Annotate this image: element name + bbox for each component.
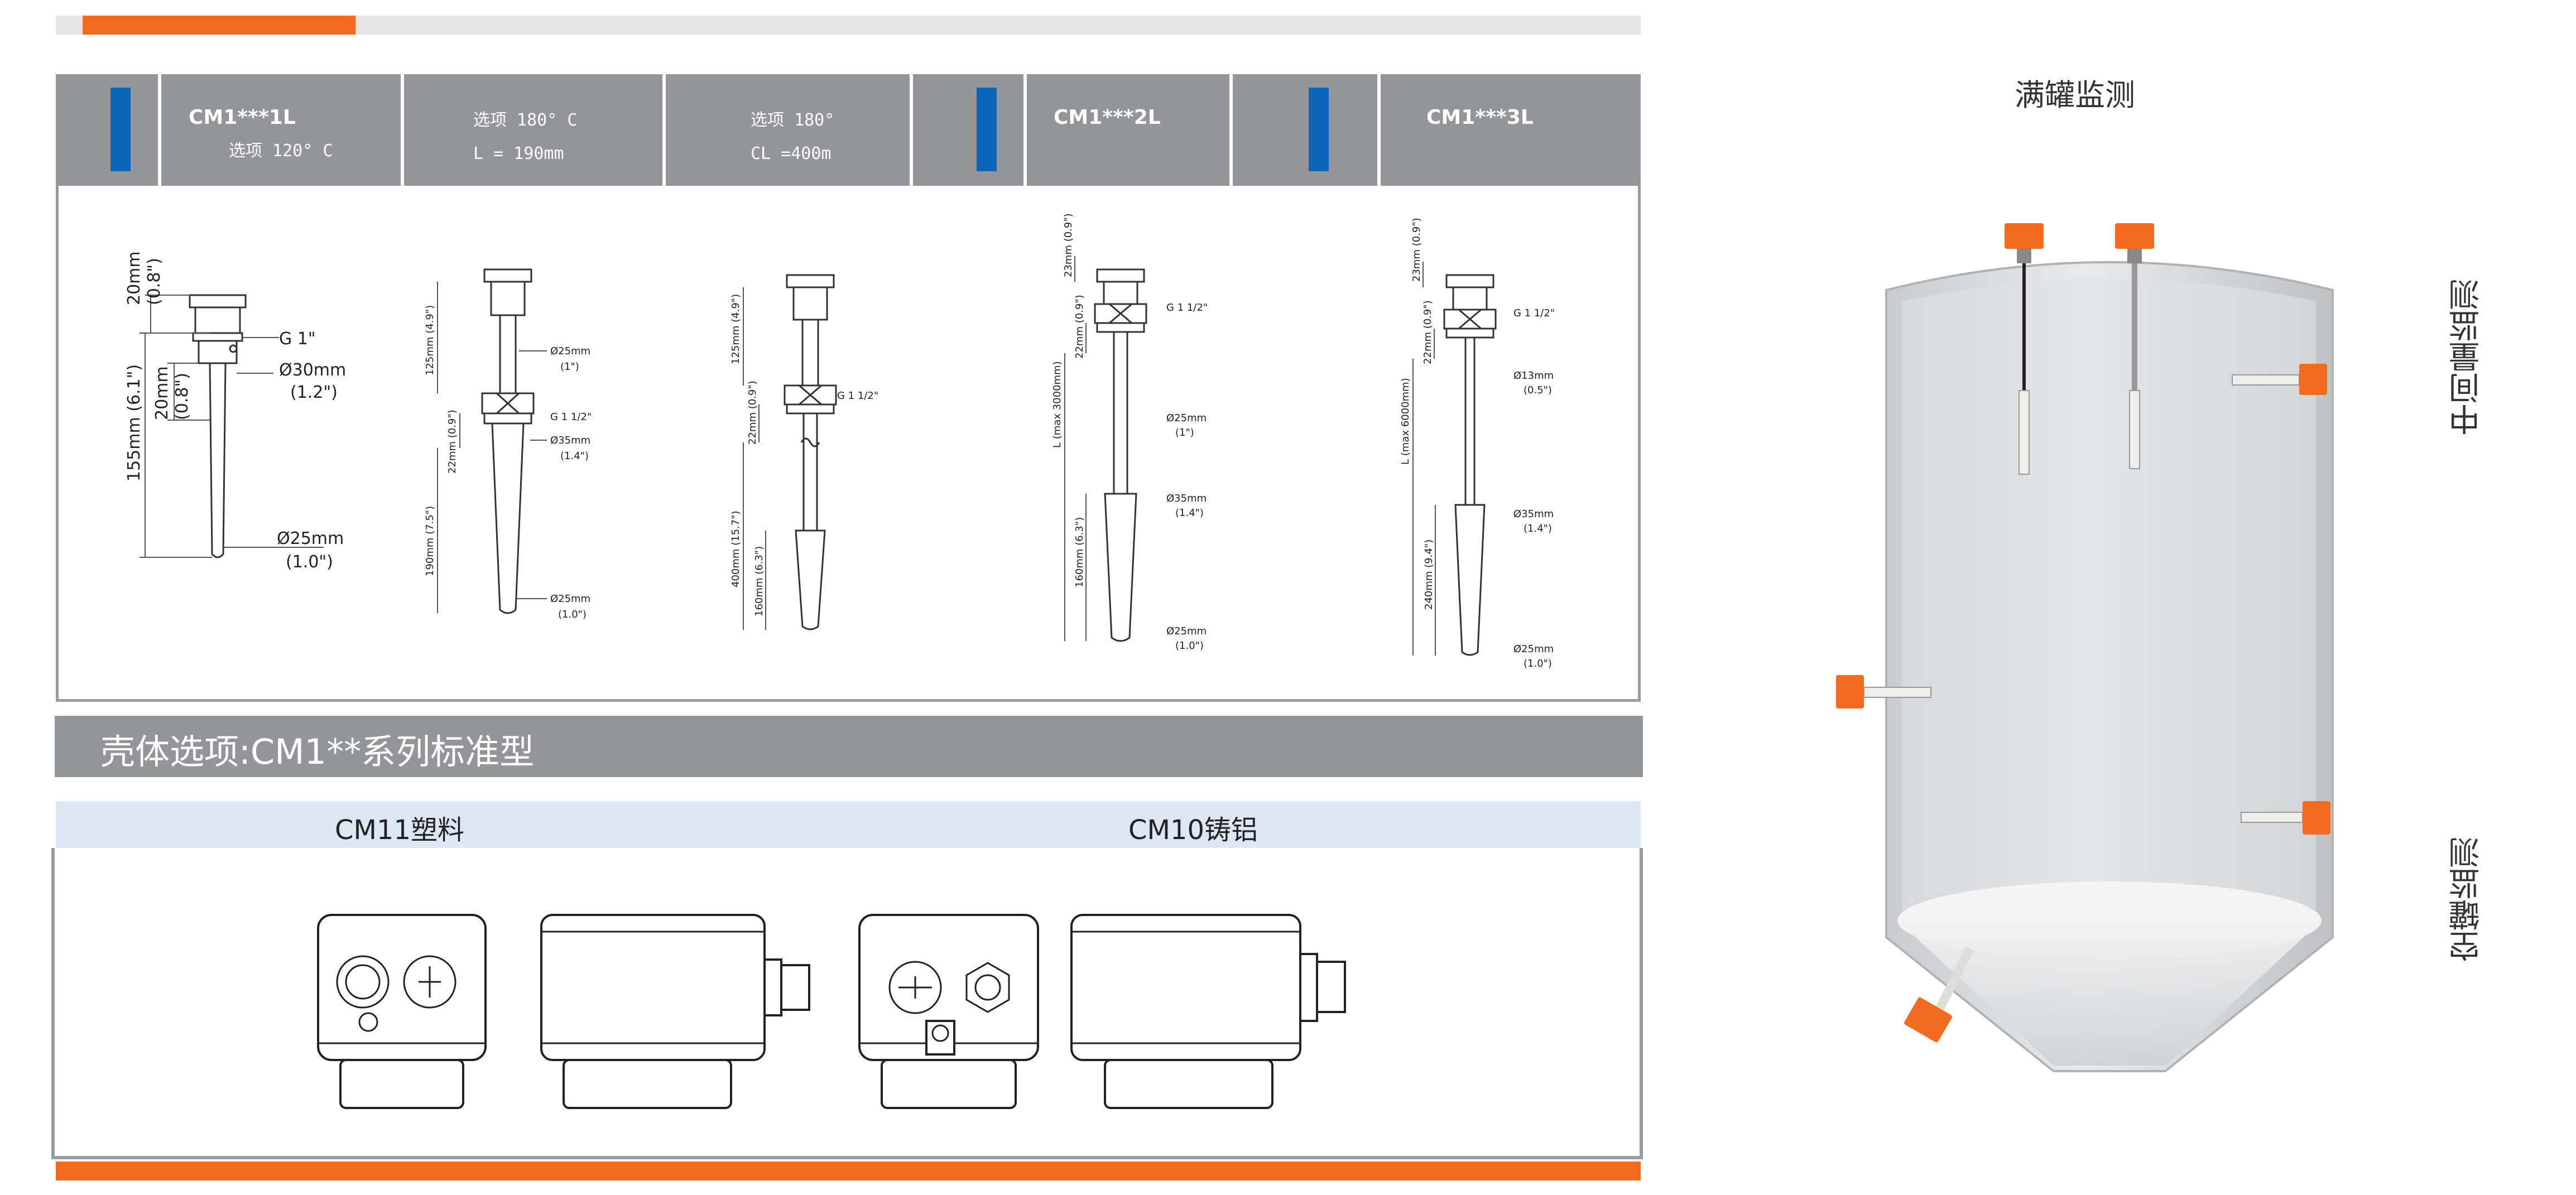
p2-thread: G 1 1/2" bbox=[550, 411, 592, 423]
aluminum-label: CM10铸铝 bbox=[1128, 815, 1258, 846]
p4-d2: Ø35mm bbox=[1166, 493, 1207, 504]
top-progress-fill bbox=[83, 16, 355, 35]
header-divider bbox=[910, 74, 913, 186]
p4-d1: Ø25mm bbox=[1166, 412, 1207, 424]
p1-length: 155mm (6.1") bbox=[124, 364, 144, 481]
p3-thread: G 1 1/2" bbox=[837, 390, 878, 402]
aluminum-housing-side bbox=[1070, 914, 1346, 1109]
plastic-housing-front bbox=[317, 914, 487, 1109]
probe-2-drawing: 125mm (4.9") Ø25mm (1") G 1 1/2" 22mm (0… bbox=[424, 268, 592, 620]
p5-d1: Ø13mm bbox=[1513, 370, 1554, 382]
p2-mid: 22mm (0.9") bbox=[446, 409, 458, 474]
p1-d2: Ø25mm bbox=[277, 529, 344, 548]
housing-title: 壳体选项:CM1**系列标准型 bbox=[100, 731, 535, 772]
length-190mm: L = 190mm bbox=[473, 144, 564, 163]
model-cm1-3l: CM1***3L bbox=[1426, 106, 1534, 129]
p4-d3: Ø25mm bbox=[1166, 625, 1207, 637]
p5-d1-in: (0.5") bbox=[1524, 384, 1552, 396]
p1-mid-h: 20mm bbox=[152, 366, 172, 420]
plastic-label: CM11塑料 bbox=[335, 815, 465, 846]
header-divider bbox=[158, 74, 161, 186]
sensor-mid-left bbox=[1836, 675, 1931, 709]
sensor-mid-right bbox=[2232, 364, 2327, 395]
p2-d3: Ø25mm bbox=[550, 593, 590, 605]
p2-lower: 190mm (7.5") bbox=[424, 506, 436, 576]
model-cm1-1l: CM1***1L bbox=[189, 106, 296, 129]
p2-d2-in: (1.4") bbox=[560, 450, 589, 462]
p5-top: 23mm (0.9") bbox=[1411, 218, 1422, 282]
probe-3-drawing: 125mm (4.9") G 1 1/2" 22mm (0.9") 400mm … bbox=[730, 274, 878, 630]
probe-1-drawing: 20mm (0.8") G 1" Ø30mm (1.2") 20mm (0.8"… bbox=[124, 251, 346, 572]
probe-4-drawing: 23mm (0.9") G 1 1/2" 22mm (0.9") L (max … bbox=[1051, 213, 1208, 652]
p5-length: L (max 6000mm) bbox=[1400, 378, 1411, 465]
length-400m: CL =400m bbox=[751, 144, 832, 163]
p4-length: L (max 3000mm) bbox=[1051, 361, 1063, 448]
p3-upper: 125mm (4.9") bbox=[730, 294, 742, 364]
mid-level-label: 中间量监测 bbox=[2449, 279, 2485, 435]
p3-total: 400mm (15.7") bbox=[730, 510, 742, 587]
housing-drawings: .hb{stroke:#222;stroke-width:4;fill:#fff… bbox=[317, 914, 1346, 1109]
tank-illustration bbox=[1836, 223, 2334, 1072]
p5-thread: G 1 1/2" bbox=[1513, 307, 1555, 319]
bottom-accent-bar bbox=[56, 1162, 1641, 1180]
p2-d1: Ø25mm bbox=[550, 345, 590, 357]
aluminum-housing-front bbox=[858, 914, 1039, 1109]
p5-d2: Ø35mm bbox=[1513, 508, 1554, 520]
probe-5-drawing: 23mm (0.9") G 1 1/2" 22mm (0.9") L (max … bbox=[1400, 218, 1555, 669]
p2-d1-in: (1") bbox=[560, 361, 579, 373]
sensor-top-right bbox=[2115, 223, 2154, 469]
blue-marker bbox=[110, 88, 131, 171]
p4-d3-in: (1.0") bbox=[1175, 640, 1204, 652]
p2-upper: 125mm (4.9") bbox=[424, 305, 436, 375]
header-divider bbox=[1023, 74, 1027, 186]
empty-tank-label: 空罐监测 bbox=[2449, 837, 2485, 962]
full-tank-label: 满罐监测 bbox=[2015, 78, 2135, 113]
option-180c: 选项 180° C bbox=[473, 110, 578, 130]
option-120c: 选项 120° C bbox=[229, 141, 333, 161]
p1-d2-in: (1.0") bbox=[286, 552, 333, 572]
p5-d3-in: (1.0") bbox=[1524, 658, 1552, 669]
p4-top: 23mm (0.9") bbox=[1063, 213, 1074, 277]
p4-d1-in: (1") bbox=[1175, 427, 1194, 439]
sensor-top-left bbox=[2005, 223, 2044, 475]
p5-d2-in: (1.4") bbox=[1524, 523, 1552, 534]
p3-mid: 22mm (0.9") bbox=[747, 380, 758, 445]
p5-lower: 240mm (9.4") bbox=[1423, 539, 1435, 610]
p1-top-h: 20mm bbox=[124, 251, 144, 305]
p4-lower: 160mm (6.3") bbox=[1074, 517, 1085, 587]
blue-marker bbox=[977, 88, 997, 171]
header-divider bbox=[1229, 74, 1233, 186]
option-180: 选项 180° bbox=[751, 110, 835, 130]
p5-d3: Ø25mm bbox=[1513, 643, 1554, 655]
p3-lower: 160mm (6.3") bbox=[753, 546, 765, 616]
model-cm1-2l: CM1***2L bbox=[1054, 106, 1161, 129]
p1-mid-h-in: (0.8") bbox=[172, 373, 192, 420]
header-divider bbox=[1377, 74, 1381, 186]
p4-mid: 22mm (0.9") bbox=[1074, 295, 1085, 359]
material-label-bar bbox=[56, 801, 1641, 848]
probe-header-bar bbox=[56, 74, 1641, 186]
p1-thread: G 1" bbox=[279, 329, 316, 349]
p1-d1-in: (1.2") bbox=[290, 383, 338, 402]
header-divider bbox=[401, 74, 404, 186]
p2-d3-in: (1.0") bbox=[558, 609, 587, 620]
tank-body bbox=[1885, 261, 2334, 1072]
plastic-housing-side bbox=[540, 914, 810, 1109]
p4-thread: G 1 1/2" bbox=[1166, 302, 1208, 314]
probe-drawings: .ln{stroke:#333;stroke-width:3;fill:none… bbox=[124, 213, 1555, 669]
p1-d1: Ø30mm bbox=[279, 360, 346, 380]
housing-panel bbox=[51, 848, 1643, 1159]
p4-d2-in: (1.4") bbox=[1175, 507, 1204, 519]
header-divider bbox=[662, 74, 666, 186]
p5-mid: 22mm (0.9") bbox=[1422, 300, 1434, 364]
housing-title-bar bbox=[55, 716, 1643, 777]
blue-marker bbox=[1309, 88, 1329, 171]
sensor-lower-right bbox=[2241, 801, 2330, 835]
p2-d2: Ø35mm bbox=[550, 435, 590, 446]
p1-top-h-in: (0.8") bbox=[145, 258, 164, 305]
sensor-cone bbox=[1904, 946, 1974, 1043]
